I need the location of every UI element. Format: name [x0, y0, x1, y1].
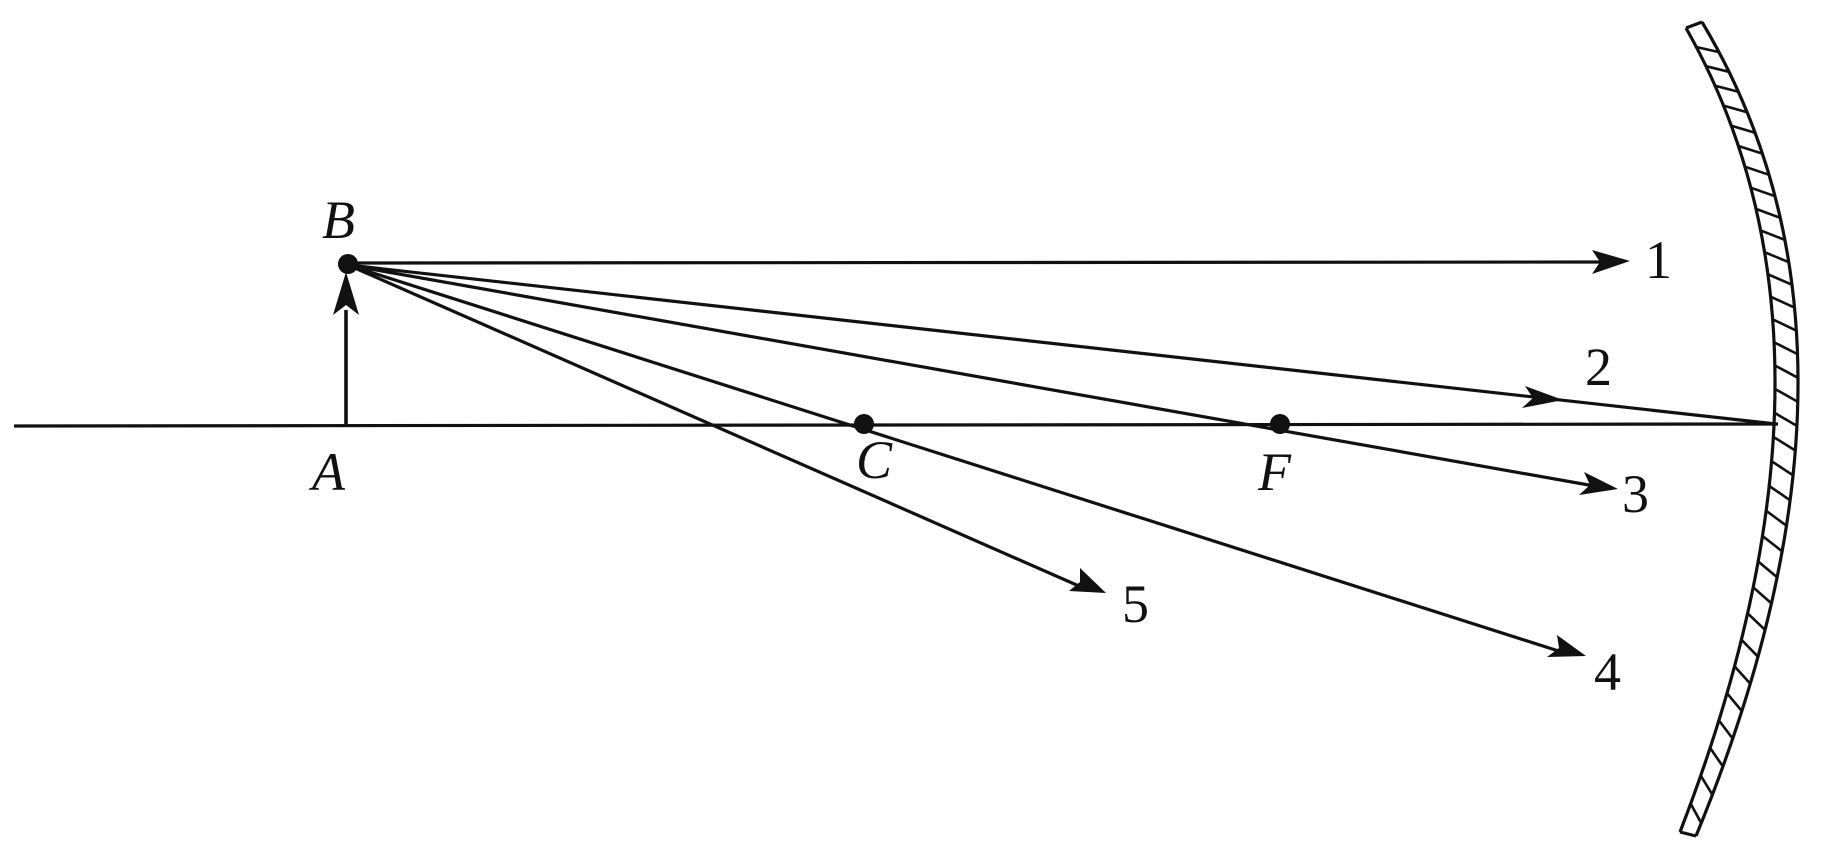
mirror-hatch-line	[1772, 435, 1796, 452]
mirror-hatch-line	[1750, 186, 1776, 198]
mirror-hatch-line	[1733, 665, 1752, 685]
mirror-hatch-line	[1770, 460, 1794, 477]
ray-4-line	[347, 263, 1569, 656]
mirror-hatch-line	[1738, 144, 1763, 155]
mirror-hatch-line	[1765, 509, 1788, 527]
mirror-hatch-line	[1717, 719, 1734, 740]
mirror-hatch-line	[1714, 84, 1739, 94]
mirror-hatch-line	[1689, 803, 1703, 824]
mirror-hatch-line	[1760, 229, 1786, 242]
mirror-hatch-line	[1773, 341, 1799, 356]
label-ray-2: 2	[1585, 337, 1612, 397]
mirror-hatch-line	[1757, 560, 1778, 579]
mirror-hatch-line	[1770, 295, 1796, 309]
mirror-hatch-line	[1699, 774, 1714, 796]
mirror-hatch-line	[1744, 165, 1770, 177]
mirror-hatch-line	[1752, 586, 1773, 605]
mirror-hatching	[1689, 45, 1799, 824]
mirror-hatch-line	[1774, 364, 1799, 379]
label-ray-1: 1	[1645, 230, 1672, 290]
point-f-dot	[1270, 414, 1290, 434]
mirror-hatch-line	[1767, 273, 1793, 286]
ray-1-line	[347, 260, 1611, 265]
ray-5-arrowhead	[1069, 568, 1106, 593]
mirror-hatch-line	[1746, 612, 1766, 631]
mirror-hatch-line	[1730, 124, 1756, 134]
label-ray-3: 3	[1622, 464, 1649, 524]
point-c-dot	[854, 414, 874, 434]
mirror-hatch-line	[1696, 45, 1720, 54]
mirror-hatch-line	[1772, 318, 1797, 332]
ray-1-arrowhead	[1592, 250, 1630, 274]
object-arrow-head	[333, 272, 359, 315]
point-b-dot	[338, 254, 358, 274]
mirror-hatch-line	[1773, 411, 1798, 428]
ray-4-arrowhead	[1547, 635, 1586, 657]
mirror-hatch-line	[1723, 104, 1748, 114]
mirror-hatch-line	[1768, 484, 1791, 502]
mirror-hatch-line	[1774, 387, 1799, 403]
mirror-hatch-line	[1705, 64, 1730, 74]
label-point-c: C	[856, 430, 893, 490]
mirror-hatch-line	[1726, 692, 1743, 712]
label-point-f: F	[1257, 442, 1292, 502]
concave-mirror	[1678, 20, 1800, 838]
mirror-hatch-line	[1755, 207, 1781, 220]
mirror-hatch-line	[1761, 534, 1783, 553]
mirror-hatch-line	[1740, 638, 1759, 658]
ray-5-line	[347, 263, 1089, 592]
label-point-b: B	[322, 190, 355, 250]
ray-3-arrowhead	[1579, 472, 1618, 495]
mirror-hatch-line	[1709, 747, 1724, 768]
label-ray-5: 5	[1122, 574, 1149, 634]
ray-2-arrowhead	[1522, 386, 1563, 408]
mirror-back-surface	[1694, 21, 1800, 837]
mirror-hatch-line	[1764, 250, 1790, 264]
label-ray-4: 4	[1594, 642, 1621, 702]
label-point-a: A	[309, 442, 346, 502]
principal-axis	[13, 422, 1779, 428]
ray-3-line	[347, 263, 1601, 489]
